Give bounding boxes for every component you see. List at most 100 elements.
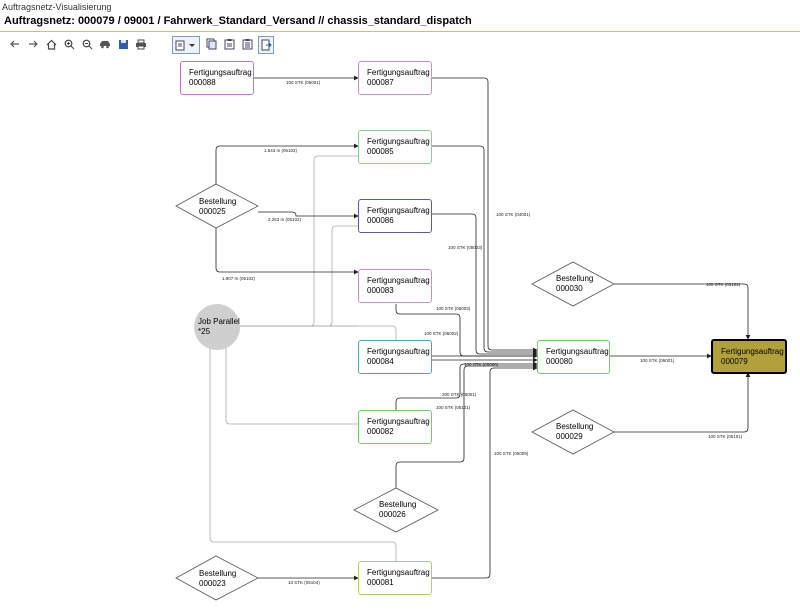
- diamond-b23: [175, 555, 259, 601]
- edge-30-79: [614, 283, 751, 340]
- node-fa-000081[interactable]: Fertigungsauftrag 000081: [358, 561, 432, 595]
- layout-dropdown-icon[interactable]: [172, 36, 200, 54]
- edge-26-80: [395, 363, 538, 488]
- edge-25-86: [258, 211, 359, 219]
- zoom-out-icon[interactable]: [80, 36, 94, 52]
- node-fa-000080[interactable]: Fertigungsauftrag 000080: [537, 340, 610, 374]
- clipboard-icon[interactable]: [222, 36, 236, 52]
- edge-label: 100 STK (05006): [464, 362, 499, 367]
- home-icon[interactable]: [44, 36, 58, 52]
- edge-job-81: [209, 348, 397, 561]
- edge-label: 2.253 m (05102): [268, 217, 302, 222]
- node-number: 000081: [367, 578, 394, 587]
- edge-label: 100 STK (06001): [640, 358, 675, 363]
- node-number: 000087: [367, 78, 394, 87]
- edge-label: 100 STK (05002): [424, 331, 459, 336]
- edge-label: 100 STK (04001): [496, 212, 531, 217]
- edge-87-80: [432, 77, 538, 353]
- diamond-b29: [531, 409, 615, 455]
- node-number: 000082: [367, 427, 394, 436]
- node-fa-000082[interactable]: Fertigungsauftrag 000082: [358, 410, 432, 444]
- node-title: Fertigungsauftrag: [189, 68, 252, 77]
- edge-86-80: [432, 213, 538, 357]
- print-icon[interactable]: [134, 36, 148, 52]
- node-title: Bestellung: [556, 422, 594, 431]
- node-number: 000085: [367, 147, 394, 156]
- arrow-right-icon[interactable]: [26, 36, 40, 52]
- edge-label: 200 STK (05001): [442, 392, 477, 397]
- node-title: Fertigungsauftrag: [367, 347, 430, 356]
- node-bestellung-000030[interactable]: Bestellung 000030: [556, 274, 593, 294]
- node-fa-000088[interactable]: Fertigungsauftrag 000088: [180, 61, 254, 95]
- edge-job-82: [225, 345, 358, 425]
- edge-label: 1.543 m (05102): [264, 148, 298, 153]
- edge-job-86: [240, 225, 358, 327]
- arrow-left-icon[interactable]: [8, 36, 22, 52]
- node-fa-000079-selected[interactable]: Fertigungsauftrag 000079: [711, 339, 787, 374]
- node-number: 000088: [189, 78, 216, 87]
- node-fa-000084[interactable]: Fertigungsauftrag 000084: [358, 340, 432, 374]
- edge-label: 100 STK (05102): [706, 282, 741, 287]
- page-title: Auftragsnetz: 000079 / 09001 / Fahrwerk_…: [4, 15, 472, 27]
- car-icon[interactable]: [98, 36, 112, 52]
- node-title: Bestellung: [556, 274, 594, 283]
- node-job-parallel[interactable]: Job Parallel *25: [194, 304, 240, 350]
- node-fa-000087[interactable]: Fertigungsauftrag 000087: [358, 61, 432, 95]
- diamond-b25: [175, 183, 259, 229]
- export-icon[interactable]: [258, 36, 274, 54]
- node-number: 000080: [546, 357, 573, 366]
- node-title: Fertigungsauftrag: [367, 137, 430, 146]
- edge-label: 100 STK (05001): [286, 80, 321, 85]
- zoom-in-icon[interactable]: [62, 36, 76, 52]
- edge-label: 10 STK (05104): [288, 580, 320, 585]
- node-bestellung-000025[interactable]: Bestellung 000025: [199, 197, 236, 217]
- window-title: Auftragsnetz-Visualisierung: [2, 2, 112, 12]
- node-title: Fertigungsauftrag: [367, 68, 430, 77]
- copy-icon[interactable]: [204, 36, 218, 52]
- node-bestellung-000029[interactable]: Bestellung 000029: [556, 422, 593, 442]
- node-fa-000083[interactable]: Fertigungsauftrag 000083: [358, 269, 432, 303]
- edge-job-85: [240, 155, 358, 327]
- edge-81-80: [432, 365, 538, 579]
- node-number: 000086: [367, 216, 394, 225]
- node-title: Fertigungsauftrag: [546, 347, 609, 356]
- node-number: 000083: [367, 286, 394, 295]
- edge-label: 100 STK (05009): [494, 451, 529, 456]
- node-bestellung-000023[interactable]: Bestellung 000023: [199, 569, 236, 589]
- node-title: Fertigungsauftrag: [367, 206, 430, 215]
- node-title: Fertigungsauftrag: [367, 568, 430, 577]
- node-number: 000079: [721, 357, 748, 366]
- node-number: 000084: [367, 357, 394, 366]
- node-fa-000086[interactable]: Fertigungsauftrag 000086: [358, 199, 432, 233]
- edge-25-83: [215, 228, 359, 275]
- header-divider: [0, 31, 800, 32]
- node-title: Bestellung: [379, 500, 417, 509]
- node-number: 000029: [556, 432, 583, 441]
- node-number: *25: [198, 327, 211, 336]
- toolbar: [0, 36, 800, 54]
- node-title: Fertigungsauftrag: [367, 276, 430, 285]
- edge-85-80: [432, 145, 538, 355]
- node-number: 000023: [199, 579, 226, 588]
- diamond-b30: [531, 261, 615, 307]
- clipboard-list-icon[interactable]: [240, 36, 254, 52]
- node-title: Bestellung: [199, 197, 237, 206]
- node-number: 000026: [379, 510, 406, 519]
- edge-83-80: [395, 304, 538, 359]
- edge-label: 1.907 m (05102): [222, 276, 256, 281]
- node-number: 000030: [556, 284, 583, 293]
- node-bestellung-000026[interactable]: Bestellung 000026: [379, 500, 416, 520]
- edge-label: 100 STK (06101): [708, 434, 743, 439]
- node-title: Job Parallel: [198, 317, 240, 326]
- edge-label: 100 STK (05101): [436, 405, 471, 410]
- edge-82-80: [395, 361, 538, 410]
- save-icon[interactable]: [116, 36, 130, 52]
- node-fa-000085[interactable]: Fertigungsauftrag 000085: [358, 130, 432, 164]
- diamond-b26: [353, 487, 439, 533]
- edge-29-79: [614, 372, 751, 433]
- node-title: Fertigungsauftrag: [721, 347, 784, 356]
- node-title: Fertigungsauftrag: [367, 417, 430, 426]
- edge-25-85: [215, 143, 359, 184]
- edge-label: 100 STK (05003): [448, 245, 483, 250]
